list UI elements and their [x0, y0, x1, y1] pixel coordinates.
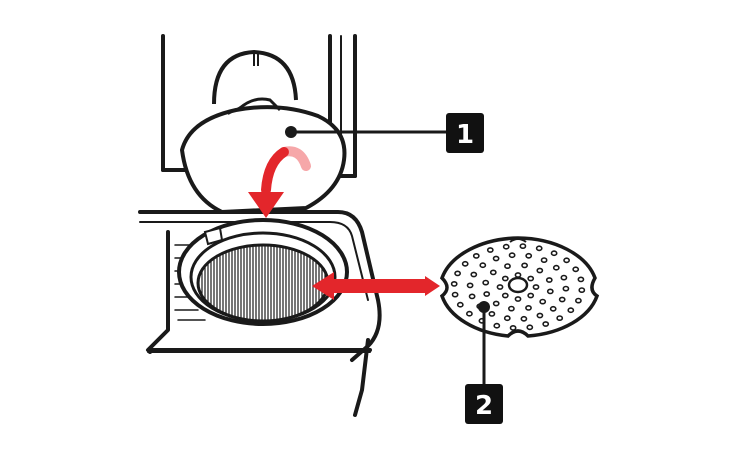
callout-1-label: 1: [456, 120, 474, 150]
callout-1: 1: [446, 113, 484, 153]
plate-center-knob: [507, 276, 529, 294]
leader-dot-2: [478, 301, 490, 313]
leader-lines: [291, 130, 486, 384]
callout-2: 2: [465, 384, 503, 424]
leader-dot-1: [285, 126, 297, 138]
curved-arrow-icon: [248, 146, 311, 218]
shower-plate: [439, 236, 600, 338]
plate-holes: [450, 243, 586, 331]
brew-unit: [177, 218, 349, 326]
callout-2-label: 2: [475, 391, 493, 421]
straight-arrow-icon: [312, 272, 440, 300]
